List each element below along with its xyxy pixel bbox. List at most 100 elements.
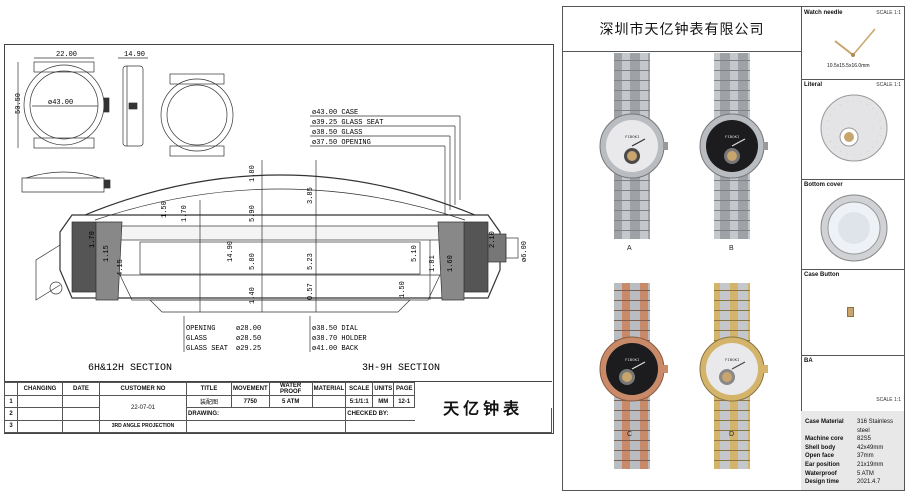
spec-opening: ø37.50 OPENING: [312, 139, 371, 147]
col-title: TITLE: [186, 381, 232, 397]
technical-drawing: 22.00 14.90 50.50 ø43.00 ø43.00 CASE ø39…: [15, 51, 529, 374]
spec-glass: ø38.50 GLASS: [312, 129, 362, 137]
watch-variant-d[interactable]: FIBOKI: [699, 283, 768, 469]
col-material: MATERIAL: [311, 381, 347, 397]
spec-key: Machine core: [805, 436, 844, 443]
movement-value: 7750: [231, 395, 270, 409]
glass-value: ø28.50: [236, 335, 261, 343]
spec-key: Waterproof: [805, 470, 837, 477]
spec-value: 82S5: [857, 436, 872, 443]
row-num-1: 1: [4, 395, 18, 409]
dim-width: 22.00: [56, 51, 77, 59]
spec-key: Design time: [805, 479, 840, 486]
holder-spec: ø38.70 HOLDER: [312, 335, 367, 343]
section-dimensions: 1.80 3.85 1.50 1.70 5.90 14.90 5.80 5.23…: [89, 165, 529, 304]
watch-back-view: [160, 73, 234, 157]
spec-value: 37mm: [857, 453, 874, 460]
panel-case-button: Case Button: [801, 269, 904, 356]
dim-2-10: 2.10: [489, 231, 497, 248]
dim-0-57: 0.57: [307, 283, 315, 300]
col-customer-no: CUSTOMER NO: [99, 381, 187, 397]
section-label-left: 6H&12H SECTION: [88, 363, 172, 374]
dial-icon: [820, 94, 888, 162]
spec-row: Design time 2021.4.7: [801, 478, 904, 487]
needle-size: 10.5x15.5x16.0mm: [827, 63, 870, 69]
variant-label-a: A: [627, 245, 632, 252]
spec-key: Shell body: [805, 444, 836, 451]
watch-side-view: [122, 65, 144, 147]
dim-1-60: 1.60: [447, 255, 455, 272]
col-page: PAGE: [393, 381, 416, 397]
panel-literal: Literal SCALE 1:1: [801, 79, 904, 180]
dim-5-23: 5.23: [307, 253, 315, 270]
watch-needle-icon: [834, 28, 876, 57]
watch-variant-c[interactable]: FIBOKI: [599, 283, 668, 469]
scale-value: 5:1/1:1: [345, 395, 374, 409]
spec-case: ø43.00 CASE: [312, 109, 358, 117]
date-value: 22-07-01: [99, 395, 187, 421]
dim-1-70b: 1.70: [89, 231, 97, 248]
spec-row: Case Material 316 Stainless steel: [801, 418, 904, 435]
spec-value: 21x19mm: [857, 461, 884, 468]
opening-value: ø28.00: [236, 325, 261, 333]
dim-thickness: 14.90: [124, 51, 145, 59]
dim-1-81: 1.81: [429, 255, 437, 272]
glass-label: GLASS: [186, 335, 207, 343]
brand-name: 天亿钟表: [443, 399, 524, 419]
page-value: 12-1: [393, 395, 416, 409]
row-num-2: 2: [4, 407, 18, 421]
panel-scale: SCALE 1:1: [876, 10, 901, 16]
panel-title: BA: [804, 358, 813, 364]
opening-label: OPENING: [186, 325, 215, 333]
spec-value: 316 Stainless steel: [857, 419, 894, 434]
variants-area: 深圳市天亿钟表有限公司: [563, 7, 802, 490]
panel-ba: BA SCALE 1:1: [801, 355, 904, 411]
dim-5-90: 5.90: [249, 205, 257, 222]
col-units: UNITS: [372, 381, 395, 397]
watch-variant-a[interactable]: FIBOKI: [599, 53, 668, 239]
watch-brand-c: FIBOKI: [625, 359, 639, 363]
watch-variants: FIBOKI FIBOKI FIBOKI: [599, 53, 768, 469]
watch-variant-b[interactable]: FIBOKI: [699, 53, 768, 239]
case-button-icon: [847, 307, 854, 317]
col-date: DATE: [62, 381, 100, 397]
panel-title: Bottom cover: [804, 182, 843, 188]
dim-1-50: 1.50: [161, 201, 169, 218]
waterproof-value: 5 ATM: [268, 395, 313, 409]
glass-seat-value: ø29.25: [236, 345, 261, 353]
spec-key: Case Material: [805, 419, 844, 425]
variant-label-b: B: [729, 245, 734, 252]
title-value: 装配图: [186, 395, 232, 409]
variant-label-d: D: [729, 431, 735, 438]
back-spec: ø41.00 BACK: [312, 345, 359, 353]
watch-brand-a: FIBOKI: [625, 136, 639, 140]
spec-value: 2021.4.7: [857, 479, 881, 486]
spec-glass-seat: ø39.25 GLASS SEAT: [312, 119, 383, 127]
col-changing: CHANGING: [17, 381, 63, 397]
dim-case-diameter: ø43.00: [48, 99, 73, 107]
watch-brand-b: FIBOKI: [725, 136, 739, 140]
watch-front-view: [23, 61, 110, 149]
dim-14-90: 14.90: [227, 241, 235, 262]
variant-label-c: C: [627, 431, 633, 438]
bottom-cover-icon: [820, 194, 888, 262]
product-sheet: 深圳市天亿钟表有限公司: [562, 6, 905, 491]
dim-1-15: 1.15: [103, 245, 111, 262]
company-name: 深圳市天亿钟表有限公司: [563, 7, 801, 52]
glass-seat-label: GLASS SEAT: [186, 345, 228, 353]
col-water-proof: WATER PROOF: [268, 381, 313, 397]
spec-row: Machine core 82S5: [801, 435, 904, 444]
watch-brand-d: FIBOKI: [725, 359, 739, 363]
panel-bottom-cover: Bottom cover: [801, 179, 904, 270]
watch-profile-view: [21, 171, 111, 193]
technical-drawing-frame: [4, 44, 554, 434]
section-view: [35, 160, 519, 313]
projection-label: 3RD ANGLE PROJECTION: [99, 419, 187, 434]
panel-watch-needle: Watch needle SCALE 1:1 10.5x15.5x16.0mm: [801, 7, 904, 80]
drawing-label: DRAWING:: [185, 407, 347, 421]
